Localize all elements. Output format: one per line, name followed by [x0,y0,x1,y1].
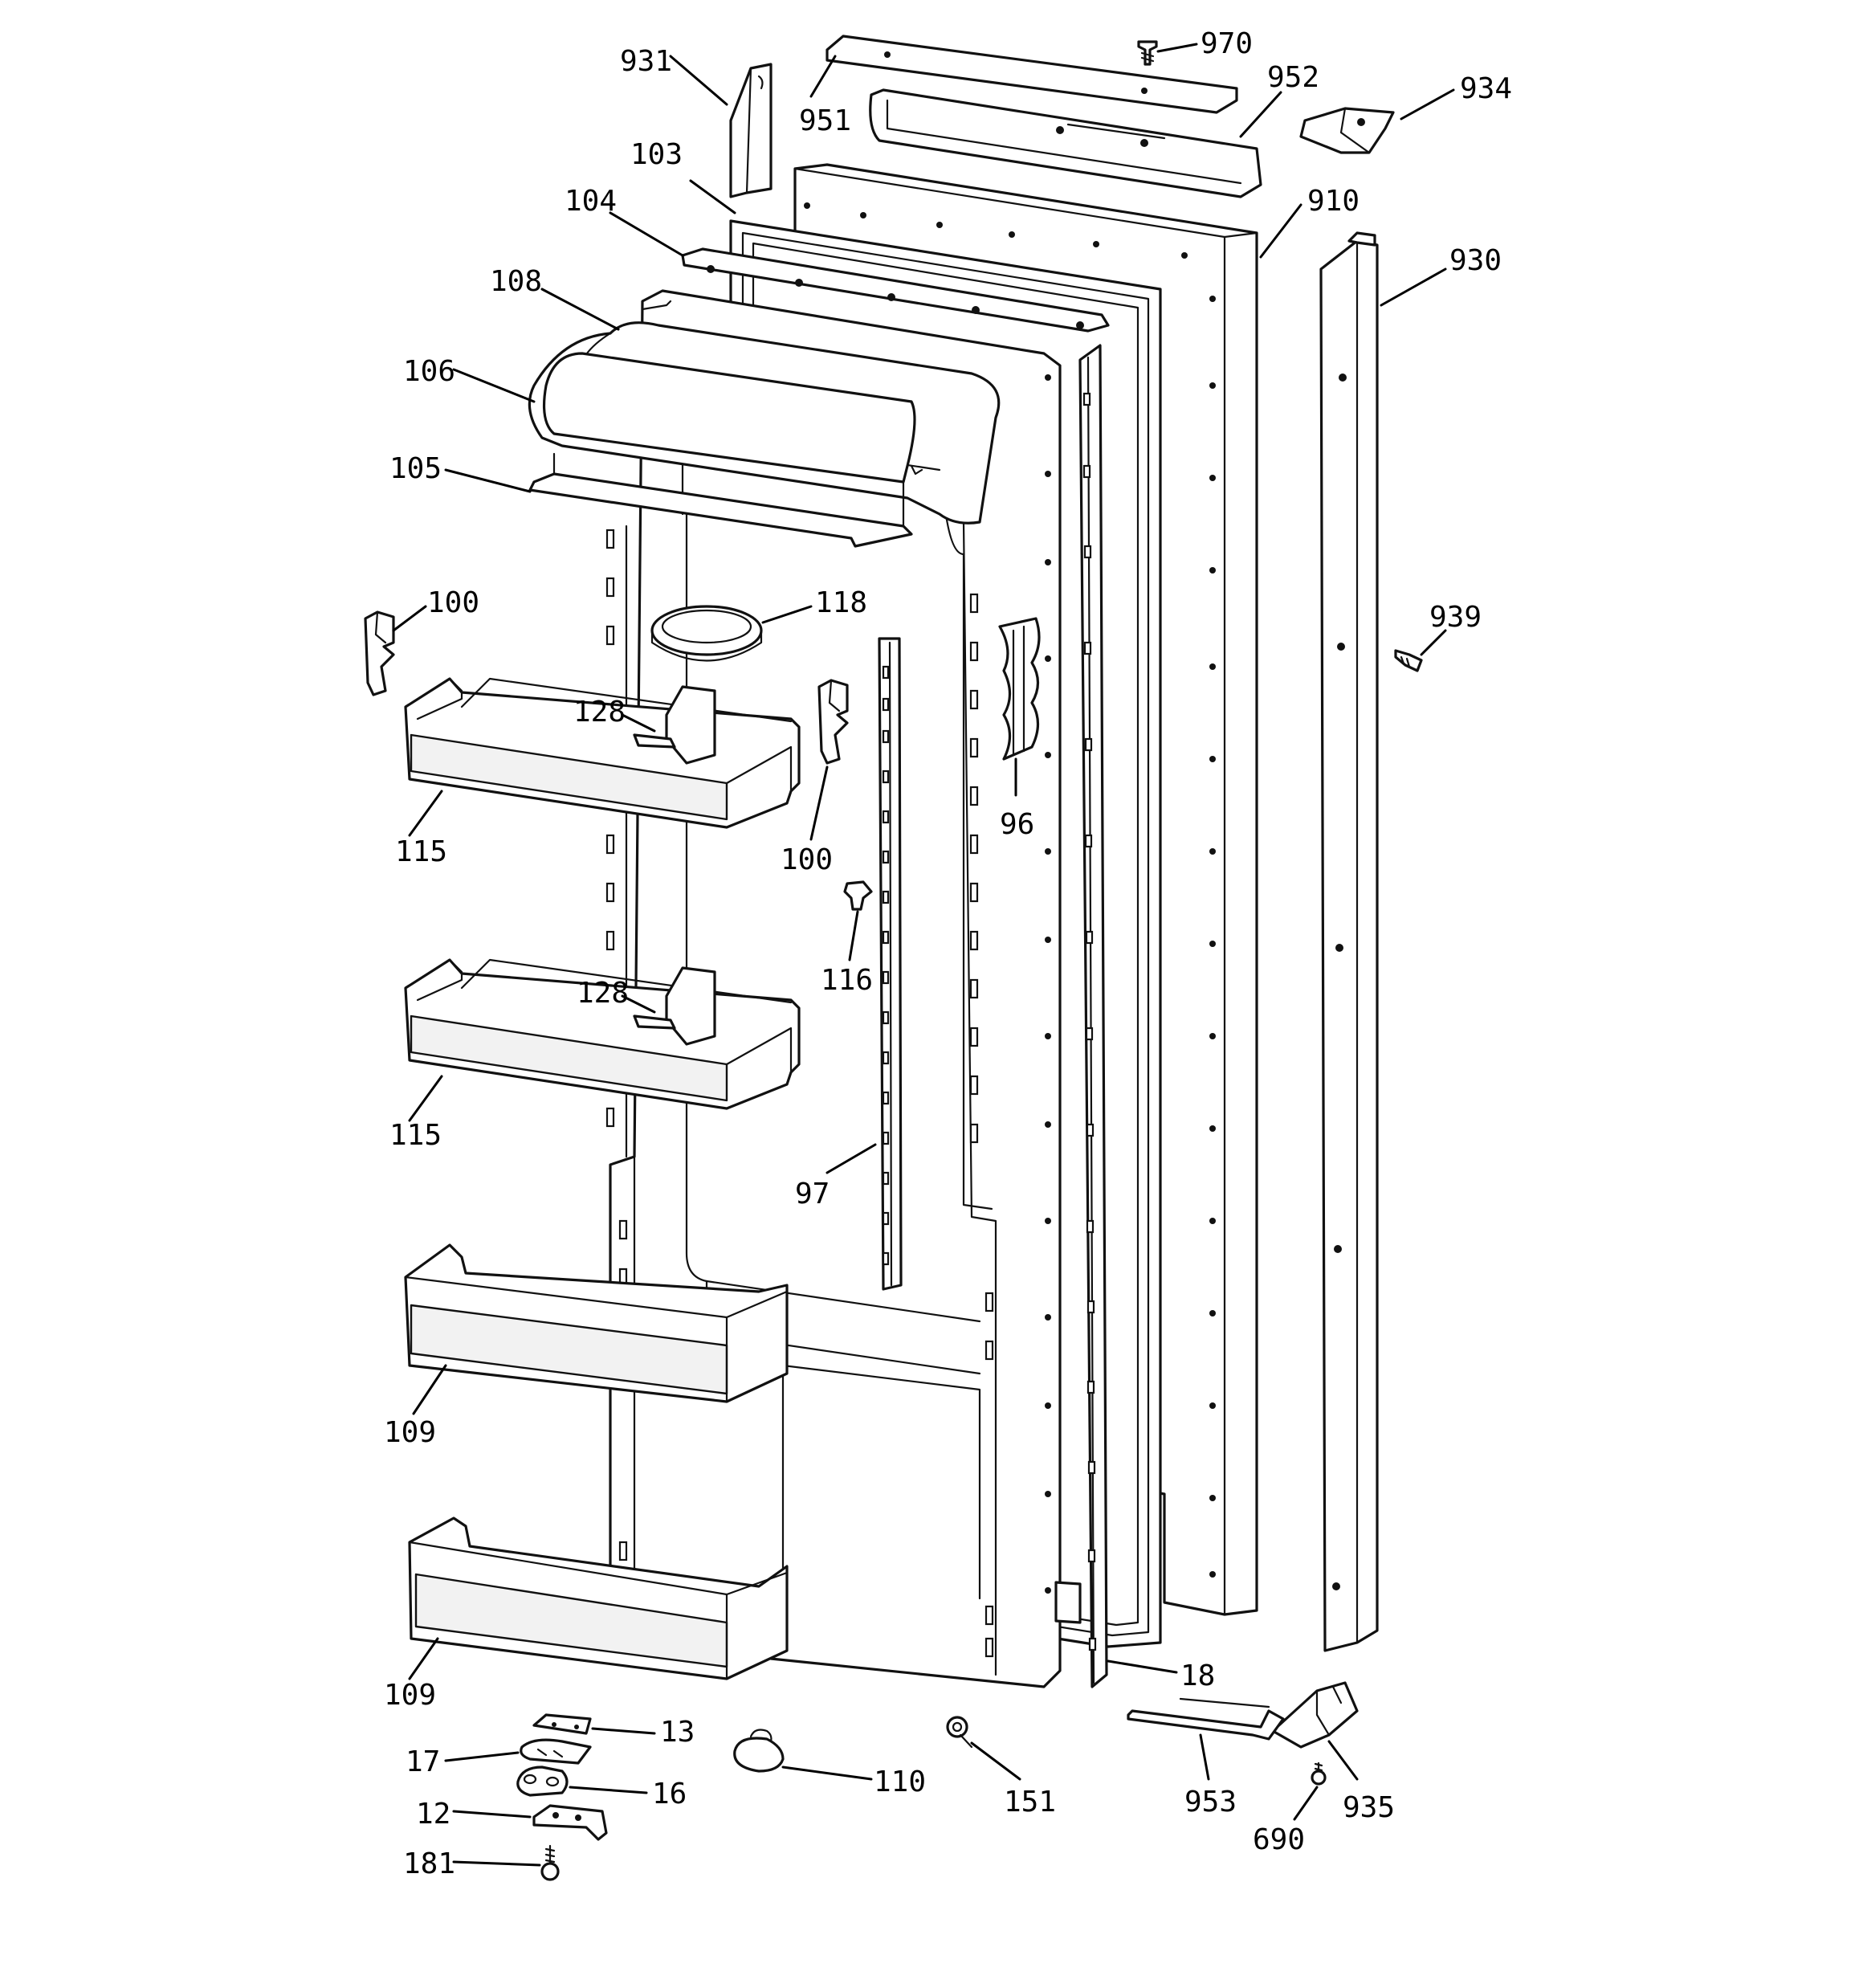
door-shelf-lower [408,1517,789,1680]
callout-952: 952 [1267,61,1319,94]
leader-lines [392,43,1455,1867]
clip-116 [843,880,873,911]
bin-support-left [364,610,395,696]
callout-115-lower: 115 [389,1119,442,1152]
callout-97: 97 [795,1178,830,1210]
cap-110 [733,1729,785,1773]
callout-934: 934 [1460,72,1512,105]
callout-115-upper: 115 [395,835,447,868]
callout-105: 105 [389,452,442,485]
door-trim-strip [681,247,1110,333]
bottom-door-plate [1127,1697,1285,1741]
bushing-16 [516,1766,569,1797]
callout-96: 96 [1000,808,1034,841]
top-door-cap [826,35,1238,114]
hinge-side-bar [1054,344,1108,1688]
callout-110: 110 [874,1766,926,1798]
dispenser-chute-ring [650,605,763,662]
callout-17: 17 [406,1745,440,1778]
callout-939: 939 [1429,601,1482,634]
callout-116: 116 [821,964,873,997]
callout-931: 931 [620,45,672,78]
callout-910: 910 [1307,185,1360,218]
bin-support-right [817,679,849,765]
callout-100-left: 100 [427,586,479,619]
callout-181: 181 [403,1847,455,1880]
callout-690: 690 [1253,1823,1305,1856]
callout-108: 108 [490,265,542,298]
callout-970: 970 [1201,27,1253,60]
door-handle-930 [1319,231,1379,1652]
callout-128-lower: 128 [577,977,629,1010]
screw-939 [1394,649,1423,672]
callout-106: 106 [403,355,455,388]
callout-103: 103 [630,138,683,171]
callout-930: 930 [1449,244,1502,277]
screw-181 [540,1844,560,1881]
bottom-hinge-bracket [1271,1681,1359,1749]
door-bin-upper [404,677,801,829]
hinge-plate-13 [532,1713,592,1735]
callout-109-lower: 109 [384,1679,436,1712]
callout-18: 18 [1180,1659,1215,1692]
hinge-12 [532,1804,608,1841]
screw-690 [1311,1761,1327,1786]
callout-104: 104 [565,185,617,218]
callout-12: 12 [416,1798,450,1831]
top-door-channel [869,88,1262,198]
top-hinge-bracket [1299,107,1395,154]
callout-100-right: 100 [781,843,833,876]
dairy-compartment-bin [528,321,1001,548]
screw-970 [1137,40,1158,66]
callout-118: 118 [815,586,867,619]
shim-17 [520,1738,592,1765]
screw-151 [946,1716,973,1749]
door-shelf-upper [404,1243,789,1403]
handle-trim-931 [729,63,773,198]
callout-109-upper: 109 [384,1416,436,1449]
callout-953: 953 [1184,1786,1237,1819]
callout-951: 951 [799,104,851,137]
callout-128-upper: 128 [573,696,626,729]
door-bin-lower [404,958,801,1110]
callout-151: 151 [1004,1786,1056,1819]
wavy-seal-strip [998,617,1041,761]
callout-labels: 931 951 970 952 934 103 104 910 930 108 … [384,27,1512,1880]
callout-13: 13 [660,1716,695,1749]
callout-16: 16 [652,1778,687,1810]
callout-935: 935 [1343,1791,1395,1824]
vertical-rail-strip [878,637,903,1291]
